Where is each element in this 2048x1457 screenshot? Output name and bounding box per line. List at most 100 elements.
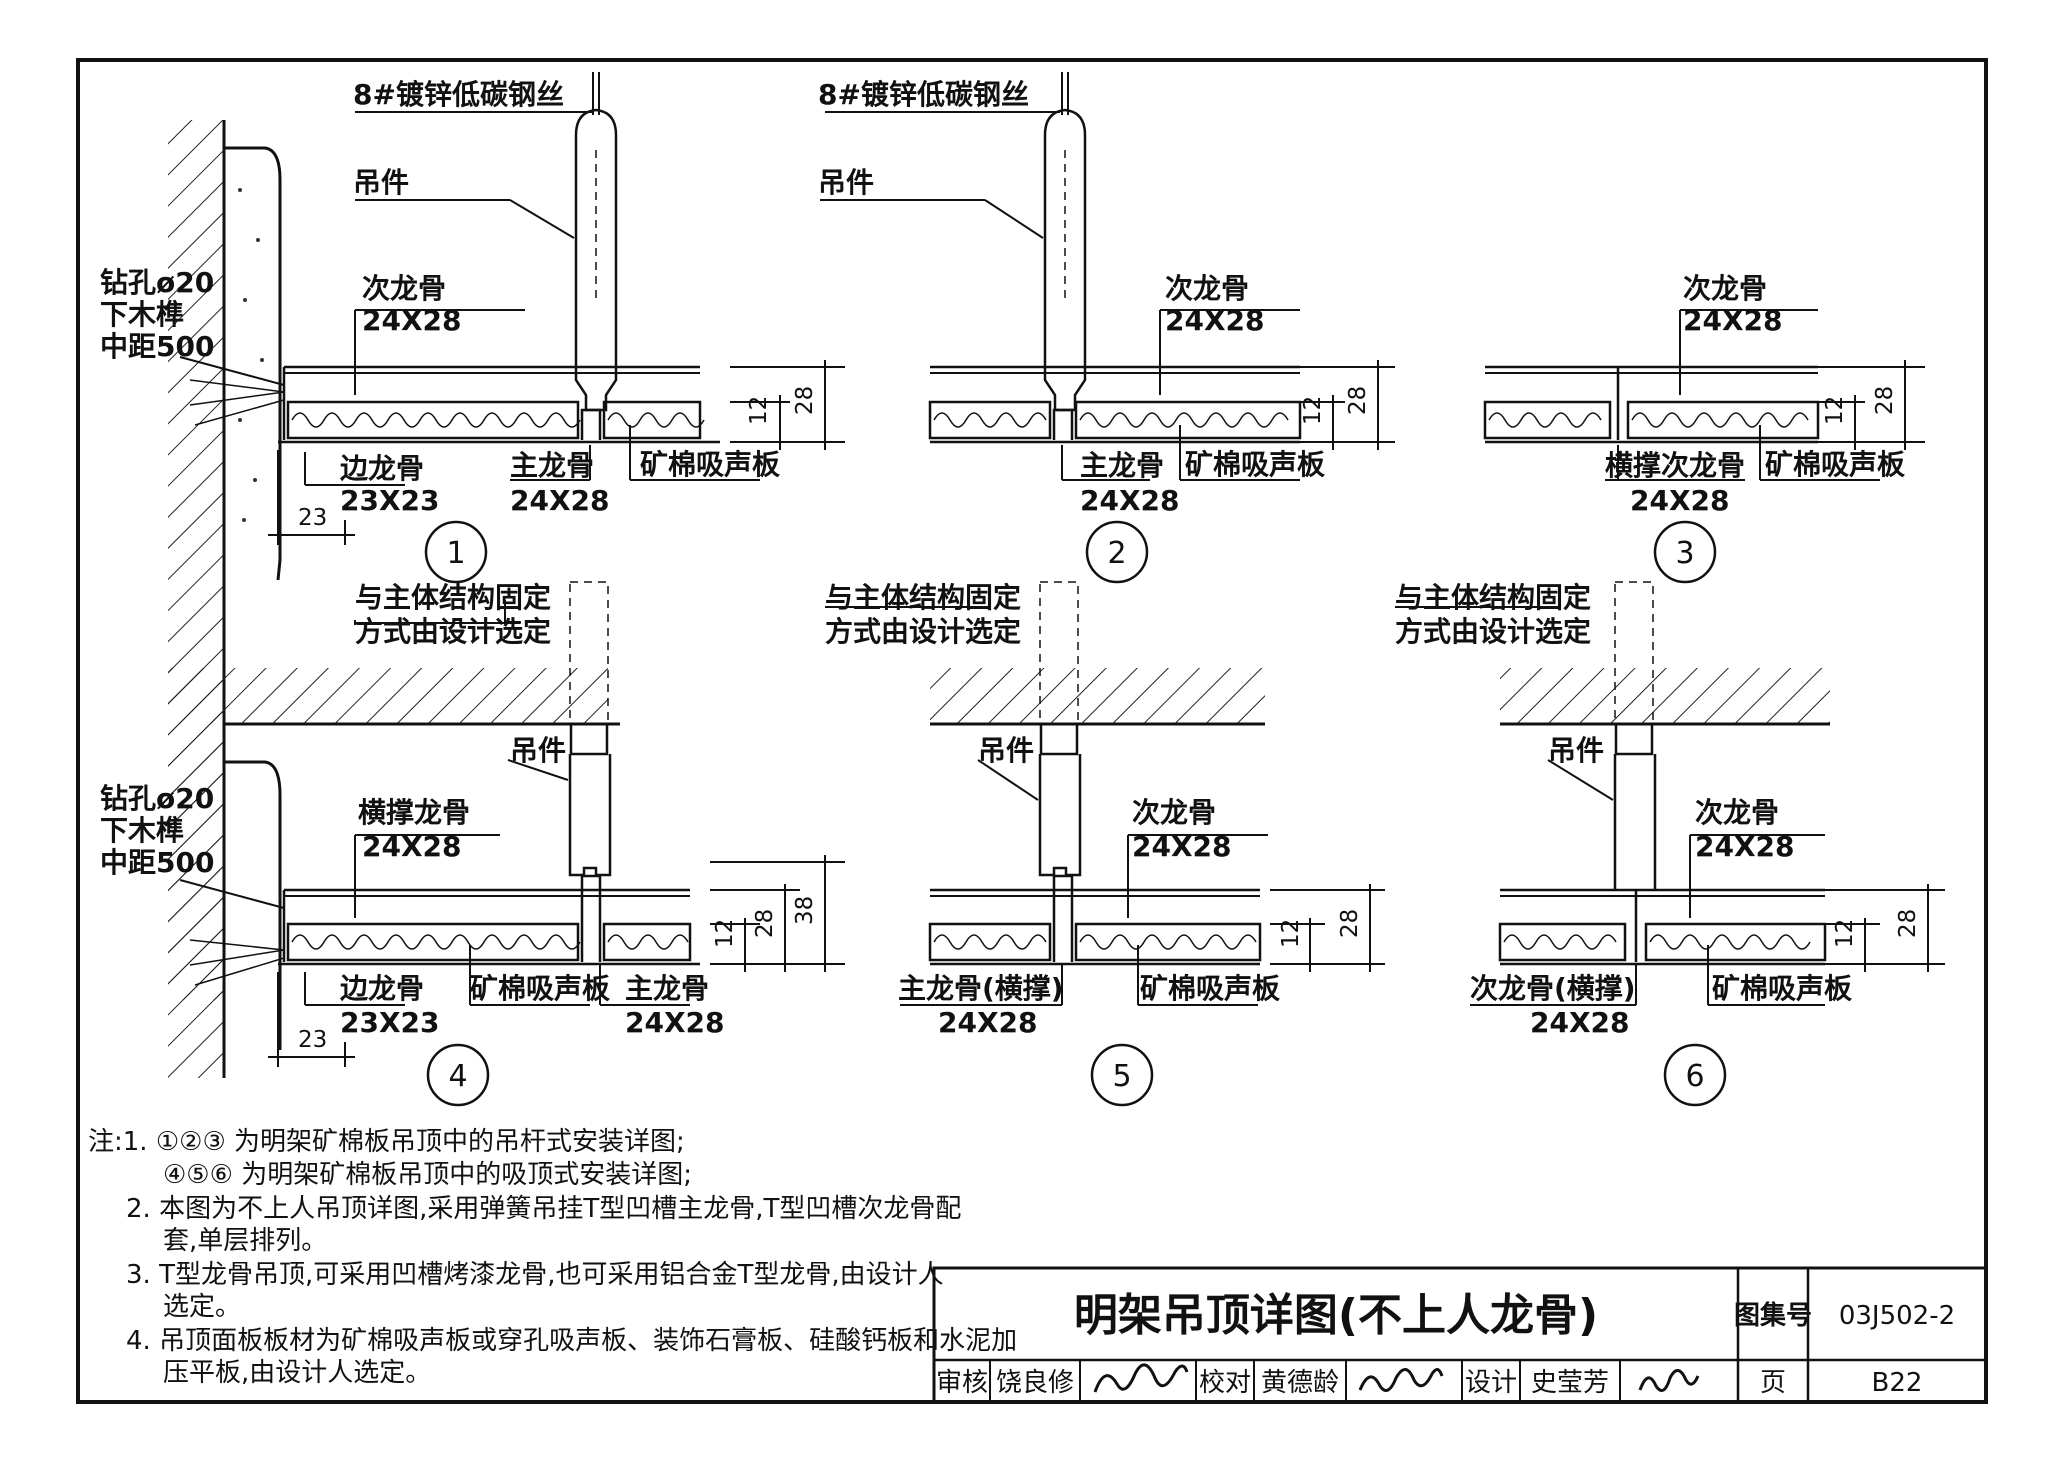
label-fix-2: 方式由设计选定 xyxy=(1395,615,1591,648)
label-cross-size: 24X28 xyxy=(1530,1006,1630,1039)
label-sub-joist: 次龙骨 xyxy=(1683,272,1767,305)
label-hanger: 吊件 xyxy=(1548,734,1604,767)
detail-4: 12 28 38 23 与主体结构固定 方式由设计选定 吊件 横撑龙骨 24X2… xyxy=(100,581,845,1107)
label-drill-1: 钻孔ø20 xyxy=(100,782,214,815)
detail-6: 12 28 与主体结构固定 方式由设计选定 吊件 次龙骨 24X28 次龙骨(横… xyxy=(1395,581,1945,1107)
label-board: 矿棉吸声板 xyxy=(1712,972,1852,1005)
label-main: 主龙骨 xyxy=(1080,449,1164,482)
label-board: 矿棉吸声板 xyxy=(1140,972,1280,1005)
detail-number: 2 xyxy=(1107,536,1126,571)
atlas-label: 图集号 xyxy=(1734,1300,1812,1331)
reviewer-name: 饶良修 xyxy=(996,1368,1074,1398)
dim-28: 28 xyxy=(1345,386,1371,415)
note-line: 3. T型龙骨吊顶,可采用凹槽烤漆龙骨,也可采用铝合金T型龙骨,由设计人 xyxy=(126,1260,944,1290)
notes: 注:1. ①②③ 为明架矿棉板吊顶中的吊杆式安装详图; ④⑤⑥ 为明架矿棉板吊顶… xyxy=(88,1127,1017,1388)
label-sub-joist: 次龙骨 xyxy=(1695,796,1779,829)
checker-name: 黄德龄 xyxy=(1261,1368,1339,1398)
label-main: 主龙骨 xyxy=(510,449,594,482)
label-main: 主龙骨(横撑) xyxy=(898,972,1064,1005)
dim-28: 28 xyxy=(1895,909,1921,938)
detail-number: 3 xyxy=(1675,536,1694,571)
label-sub-joist: 次龙骨 xyxy=(1165,272,1249,305)
label-wire: 8#镀锌低碳钢丝 xyxy=(818,78,1029,111)
label-edge: 边龙骨 xyxy=(340,452,424,485)
note-line: ④⑤⑥ 为明架矿棉板吊顶中的吸顶式安装详图; xyxy=(163,1160,692,1190)
design-label: 设计 xyxy=(1465,1368,1517,1398)
dim-12: 12 xyxy=(1300,396,1326,425)
dim-28: 28 xyxy=(752,909,778,938)
title-block: 明架吊顶详图(不上人龙骨) 图集号 03J502-2 审核 饶良修 校对 黄德龄… xyxy=(932,1266,1988,1404)
detail-number-circle xyxy=(424,520,488,584)
dim-12: 12 xyxy=(1822,396,1848,425)
dim-28: 28 xyxy=(792,386,818,415)
label-fix-2: 方式由设计选定 xyxy=(355,615,551,648)
mineral-board xyxy=(286,400,580,440)
detail-number: 4 xyxy=(448,1059,467,1094)
note-line: 注:1. ①②③ 为明架矿棉板吊顶中的吊杆式安装详图; xyxy=(88,1127,685,1157)
label-cross-size: 24X28 xyxy=(1630,484,1730,517)
label-drill-1: 钻孔ø20 xyxy=(100,266,214,299)
label-sub-size: 24X28 xyxy=(1695,830,1795,863)
label-cross: 次龙骨(横撑) xyxy=(1470,972,1636,1005)
dim-28: 28 xyxy=(1337,909,1363,938)
label-fix-1: 与主体结构固定 xyxy=(1395,581,1591,614)
designer-name: 史莹芳 xyxy=(1531,1368,1609,1398)
dim-23: 23 xyxy=(298,1027,327,1053)
label-cross-size: 24X28 xyxy=(362,830,462,863)
detail-2: 12 28 8#镀锌低碳钢丝 吊件 次龙骨 24X28 主龙骨 24X28 矿棉… xyxy=(818,72,1395,584)
label-fix-1: 与主体结构固定 xyxy=(355,581,551,614)
signature-checker xyxy=(1358,1368,1444,1392)
label-sub-joist: 次龙骨 xyxy=(362,272,446,305)
label-board: 矿棉吸声板 xyxy=(1185,448,1325,481)
label-sub-joist: 次龙骨 xyxy=(1132,796,1216,829)
label-edge: 边龙骨 xyxy=(340,972,424,1005)
label-board: 矿棉吸声板 xyxy=(640,448,780,481)
label-edge-size: 23X23 xyxy=(340,1006,440,1039)
dim-12: 12 xyxy=(1832,919,1858,948)
note-line: 4. 吊顶面板板材为矿棉吸声板或穿孔吸声板、装饰石膏板、硅酸钙板和水泥加 xyxy=(126,1326,1017,1356)
note-line: 套,单层排列。 xyxy=(163,1226,327,1256)
check-label: 校对 xyxy=(1199,1368,1251,1398)
dim-38: 38 xyxy=(792,896,818,925)
page-number: B22 xyxy=(1872,1368,1923,1398)
label-main-size: 24X28 xyxy=(1080,484,1180,517)
detail-number: 5 xyxy=(1112,1059,1131,1094)
detail-number: 6 xyxy=(1685,1059,1704,1094)
detail-number: 1 xyxy=(446,536,465,571)
label-cross: 横撑龙骨 xyxy=(358,796,470,829)
label-board: 矿棉吸声板 xyxy=(470,972,610,1005)
label-hanger: 吊件 xyxy=(978,734,1034,767)
label-main-size: 24X28 xyxy=(625,1006,725,1039)
label-sub-size: 24X28 xyxy=(1165,304,1265,337)
note-line: 选定。 xyxy=(163,1292,241,1322)
label-main-size: 24X28 xyxy=(510,484,610,517)
atlas-number: 03J502-2 xyxy=(1839,1301,1955,1331)
label-sub-size: 24X28 xyxy=(1132,830,1232,863)
label-wire: 8#镀锌低碳钢丝 xyxy=(353,78,564,111)
detail-5: 12 28 与主体结构固定 方式由设计选定 吊件 次龙骨 24X28 主龙骨(横… xyxy=(825,581,1385,1107)
label-main-size: 24X28 xyxy=(938,1006,1038,1039)
label-hanger: 吊件 xyxy=(510,734,566,767)
dim-12: 12 xyxy=(712,919,738,948)
label-drill-3: 中距500 xyxy=(100,330,214,363)
dim-28: 28 xyxy=(1872,386,1898,415)
label-edge-size: 23X23 xyxy=(340,484,440,517)
detail-3: 12 28 次龙骨 24X28 横撑次龙骨 24X28 矿棉吸声板 3 xyxy=(1483,272,1925,584)
label-drill-3: 中距500 xyxy=(100,846,214,879)
dim-12: 12 xyxy=(1278,919,1304,948)
signature-designer xyxy=(1638,1369,1700,1392)
label-main: 主龙骨 xyxy=(625,972,709,1005)
dim-23: 23 xyxy=(298,505,327,531)
note-line: 压平板,由设计人选定。 xyxy=(163,1358,431,1388)
dim-12: 12 xyxy=(746,396,772,425)
label-sub-size: 24X28 xyxy=(1683,304,1783,337)
label-fix-1: 与主体结构固定 xyxy=(825,581,1021,614)
label-hanger: 吊件 xyxy=(353,166,409,199)
wall-plaster xyxy=(224,146,282,581)
page-label: 页 xyxy=(1760,1368,1786,1398)
label-drill-2: 下木榫 xyxy=(100,814,184,847)
label-fix-2: 方式由设计选定 xyxy=(825,615,1021,648)
review-label: 审核 xyxy=(936,1368,988,1398)
note-line: 2. 本图为不上人吊顶详图,采用弹簧吊挂T型凹槽主龙骨,T型凹槽次龙骨配 xyxy=(126,1194,961,1224)
